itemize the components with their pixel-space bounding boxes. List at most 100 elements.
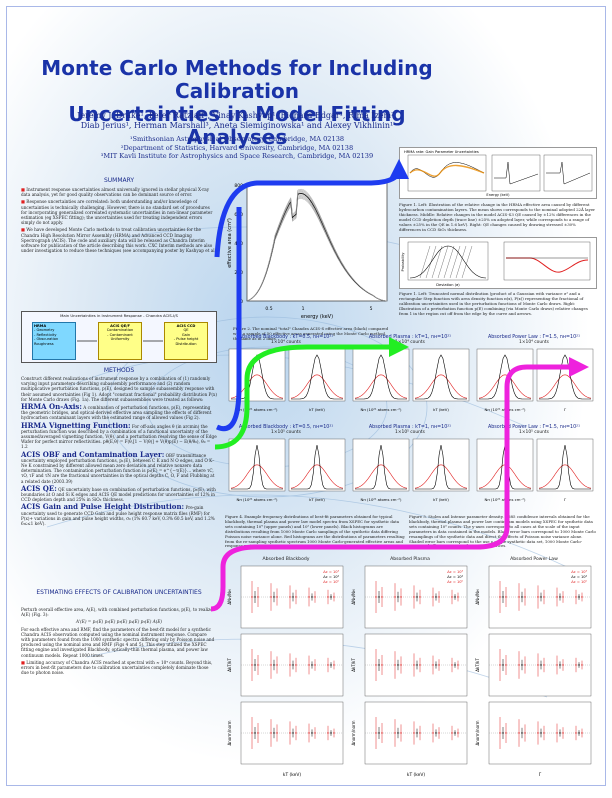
figure1-plot: HRMA rate: Gain Parameter Uncertainties …	[399, 147, 597, 199]
error-point	[327, 596, 329, 598]
histogram-x-label: Nʜ (10²¹ atoms cm⁻²)	[237, 407, 278, 412]
box-item: Distribution	[175, 341, 197, 346]
error-point	[330, 596, 332, 598]
error-point	[270, 664, 272, 666]
errorbar-y-label: ΔkT/kT	[227, 658, 232, 672]
box-item: - Geometry	[34, 328, 55, 333]
histogram-counts: 1×10⁴ counts	[395, 340, 425, 345]
error-point	[276, 596, 278, 598]
histogram-x-label: kT (keV)	[309, 497, 325, 502]
error-point	[397, 664, 399, 666]
error-point	[314, 596, 316, 598]
legend-entry: Δc = 10⁴	[447, 575, 463, 579]
figure4-caption: Figure 4. Example frequency distribution…	[225, 514, 405, 549]
error-point	[397, 732, 399, 734]
box-item: Uniformity	[110, 337, 130, 342]
method-body: Pre-gain uncertainty used to generate CC…	[21, 505, 215, 527]
error-point	[273, 664, 275, 666]
figure2-effective-area-plot: 800 600 400 200 0 0.5 1 5 energy (keV) e…	[227, 182, 388, 320]
error-point	[308, 664, 310, 666]
x-tick-label: 5	[370, 306, 373, 312]
error-point	[257, 664, 259, 666]
diagram-box-hrma: HRMA - Geometry - Reflectivity - Obscura…	[32, 322, 76, 360]
authors-line-2: Diab Jerius¹, Herman Marshall³, Aneta Si…	[80, 121, 394, 130]
errorbar-y-label: ΔkT/kT	[351, 658, 356, 672]
diagram-box-ccd: ACIS CCD QE Gain - Pulse height Distribu…	[164, 322, 208, 360]
error-point	[537, 664, 539, 666]
error-point	[559, 596, 561, 598]
error-point	[578, 596, 580, 598]
error-point	[537, 732, 539, 734]
error-point	[308, 732, 310, 734]
error-point	[314, 664, 316, 666]
error-point	[502, 664, 504, 666]
error-point	[540, 596, 542, 598]
error-point	[270, 596, 272, 598]
poster: Monte Carlo Methods for Including Calibr…	[6, 6, 606, 786]
summary-heading: SUMMARY	[103, 177, 135, 184]
error-point	[394, 596, 396, 598]
estimating-paragraph: For each effective area and RMF, find th…	[21, 626, 215, 658]
histogram-svg: Nʜ (10²¹ atoms cm⁻²)kT (keV)	[352, 438, 470, 502]
method-heading: ACIS OBF and Contamination Layer:	[21, 449, 165, 459]
error-point	[330, 732, 332, 734]
error-point	[400, 732, 402, 734]
affiliation-1: ¹Smithsonian Astrophysical Observatory, …	[129, 135, 345, 143]
error-point	[499, 732, 501, 734]
error-point	[578, 732, 580, 734]
error-point	[435, 596, 437, 598]
error-point	[295, 732, 297, 734]
distribution-curve	[409, 245, 487, 279]
legend-entry: Δc = 10³	[323, 570, 339, 574]
error-point	[416, 596, 418, 598]
x-axis-label: energy (keV)	[301, 314, 333, 320]
error-point	[521, 596, 523, 598]
error-point	[295, 596, 297, 598]
estimating-equation: A'(E) = p₁(E) p₂(E) p₃(E) p₄(E) p₅(E) A(…	[75, 619, 163, 625]
author-list: Jeremy J. Drake¹, Peter Ratzlaff¹, Vinay…	[17, 111, 457, 131]
error-point	[505, 664, 507, 666]
error-point	[457, 732, 459, 734]
x-tick-label: 1	[302, 306, 305, 312]
error-point	[311, 596, 313, 598]
error-point	[413, 596, 415, 598]
summary-text: ■ Instrument response uncertainties almo…	[21, 187, 217, 253]
error-point	[518, 732, 520, 734]
error-point	[314, 732, 316, 734]
errorbar-y-label: Δnorm/norm	[475, 720, 480, 745]
errorbar-y-label: ΔNʜ/Nʜ	[351, 589, 356, 605]
error-point	[292, 732, 294, 734]
qe-curve	[494, 161, 539, 185]
histogram-svg: Nʜ (10²¹ atoms cm⁻²)Γ	[476, 438, 594, 502]
error-point	[575, 732, 577, 734]
error-point	[333, 664, 335, 666]
error-point	[581, 732, 583, 734]
error-point	[575, 596, 577, 598]
error-point	[333, 732, 335, 734]
affiliation-3: ³MIT Kavli Institute for Astrophysics an…	[100, 152, 374, 160]
error-point	[397, 596, 399, 598]
histogram-title: Absorbed Plasma : kT=1, nʜ=10²¹	[368, 335, 452, 340]
diagram-arrows	[77, 340, 163, 342]
error-point	[413, 664, 415, 666]
legend-entry: Δc = 10⁵	[447, 580, 463, 584]
error-point	[257, 596, 259, 598]
y-axis-label: Probability	[401, 252, 405, 272]
error-point	[505, 732, 507, 734]
error-point	[457, 664, 459, 666]
histogram-svg: Nʜ (10²¹ atoms cm⁻²)kT (keV)	[352, 348, 470, 412]
error-point	[292, 664, 294, 666]
error-point	[308, 596, 310, 598]
error-point	[518, 664, 520, 666]
legend-entry: Δc = 10⁴	[323, 575, 339, 579]
error-point	[540, 732, 542, 734]
method-body: A combination of perturbation functions,…	[21, 405, 212, 421]
title-line-1: Monte Carlo Methods for Including Calibr…	[41, 56, 433, 103]
box-item: - Pulse height	[173, 337, 199, 342]
